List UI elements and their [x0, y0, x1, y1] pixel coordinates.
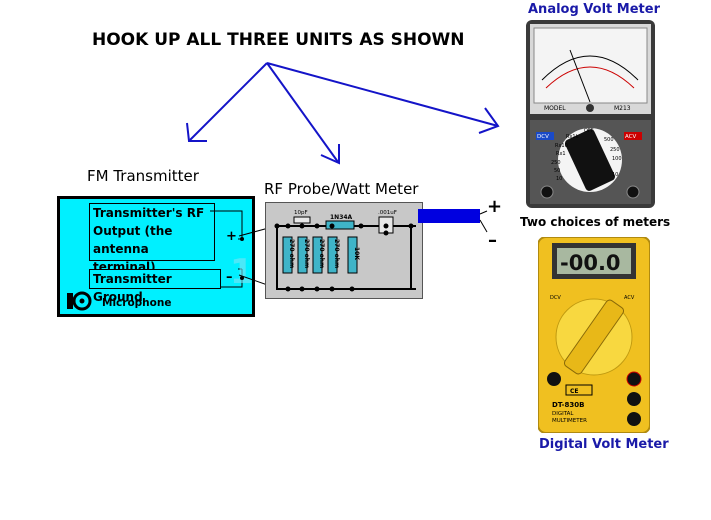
transmitter-wiring: 1 + –	[210, 210, 254, 292]
ground-label: Transmitter Ground	[89, 269, 221, 304]
digital-ce: CE	[570, 388, 579, 395]
diode-label: 1N34A	[330, 214, 353, 221]
analog-model: M213	[614, 105, 631, 112]
svg-text:Rx1k: Rx1k	[566, 134, 579, 140]
probe-title: RF Probe/Watt Meter	[264, 180, 419, 198]
digital-model: DT-830B	[552, 401, 584, 409]
svg-text:10: 10	[556, 176, 562, 182]
svg-text:100: 100	[612, 156, 622, 162]
svg-text:DIGITAL: DIGITAL	[552, 411, 574, 417]
resistor-5-label: 10K	[353, 247, 360, 260]
svg-text:50: 50	[554, 168, 560, 174]
two-choices-label: Two choices of meters	[520, 215, 671, 229]
svg-text:ACV: ACV	[624, 295, 635, 301]
probe-board: 10pF 1N34A .001uF 270 ohm 270 ohm 270 oh…	[265, 202, 423, 299]
transmitter-box: Transmitter's RF Output (the antenna ter…	[57, 196, 255, 317]
svg-text:1: 1	[230, 252, 254, 292]
svg-text:DCV: DCV	[537, 134, 549, 140]
analog-model-label: MODEL	[544, 105, 566, 112]
analog-meter-image: MODEL M213 OFF Rx1k Rx10 Rx1 10 50 250 5…	[526, 20, 655, 208]
arrow-icon-transmitter	[186, 62, 268, 142]
svg-text:250: 250	[610, 147, 620, 153]
svg-text:500: 500	[604, 137, 614, 143]
probe-circuit: 10pF 1N34A .001uF 270 ohm 270 ohm 270 oh…	[274, 210, 416, 292]
svg-text:250: 250	[551, 160, 561, 166]
microphone-icon	[67, 291, 92, 311]
arrow-icon-meter	[266, 62, 500, 134]
probe-cable	[418, 209, 480, 223]
digital-display: -00.0	[560, 251, 621, 275]
resistor-2-label: 270 ohm	[303, 239, 310, 268]
transmitter-title: FM Transmitter	[87, 167, 199, 185]
digital-meter-title: Digital Volt Meter	[539, 437, 669, 452]
svg-text:DCV: DCV	[550, 295, 561, 301]
output-minus: –	[488, 230, 497, 251]
microphone-label: Microphone	[102, 297, 172, 309]
tx-minus: –	[226, 270, 233, 285]
svg-text:ACV: ACV	[625, 134, 637, 140]
resistor-4-label: 270 ohm	[333, 239, 340, 268]
analog-meter-title: Analog Volt Meter	[528, 2, 660, 17]
svg-text:10: 10	[612, 172, 618, 178]
cap-right-label: .001uF	[378, 210, 397, 216]
rf-output-line-2: Output (the antenna	[93, 224, 173, 256]
cap-left-label: 10pF	[294, 210, 308, 216]
output-plus: +	[487, 196, 503, 217]
resistor-1-label: 270 ohm	[288, 239, 295, 268]
svg-text:MULTIMETER: MULTIMETER	[552, 418, 587, 424]
arrow-icon-probe	[266, 62, 340, 165]
resistor-3-label: 270 ohm	[318, 239, 325, 268]
digital-meter-image: -00.0 DCV ACV CE DT-830B DIGITAL MULTIME…	[538, 237, 650, 433]
tx-plus: +	[226, 229, 237, 244]
instruction-title: HOOK UP ALL THREE UNITS AS SHOWN	[92, 30, 465, 50]
svg-text:Rx10: Rx10	[555, 143, 568, 149]
rf-output-line-1: Transmitter's RF	[93, 206, 205, 220]
svg-text:OFF: OFF	[584, 128, 594, 134]
svg-text:Rx1: Rx1	[556, 151, 566, 157]
